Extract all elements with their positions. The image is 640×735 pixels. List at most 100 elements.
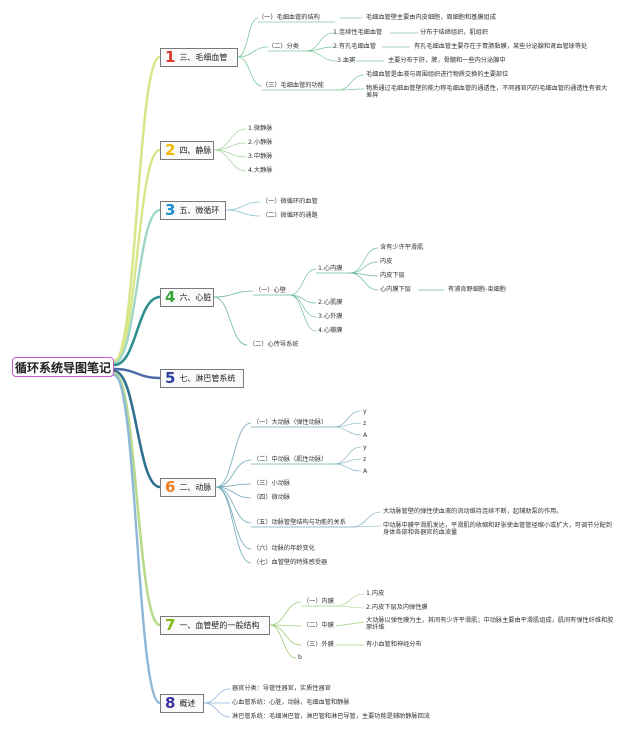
medium-vein-item: 3.中静脉	[248, 153, 273, 160]
capillary-function-leaf-2: 物质通过毛细血管壁的能力称毛细血管的通透性，不同器官内的毛细血管的通透性有很大差…	[366, 85, 608, 100]
connector-line	[215, 486, 252, 564]
large-artery-item: （一）大动脉（弹性动脉）	[253, 419, 328, 426]
connector-line	[269, 624, 297, 659]
continuous-capillary-leaf: 分布于结缔组织，肌组织	[420, 29, 489, 36]
venule-item: 1.微静脉	[248, 125, 273, 132]
heart-wall-item: （一）心壁	[255, 287, 286, 294]
cardiovascular-system-item: 心血管系统：心脏，动脉，毛细血管和静脉	[232, 699, 350, 706]
connector-line	[333, 410, 362, 428]
endocardium-endothelium: 内皮	[380, 258, 393, 265]
root-to-lymphatic	[112, 367, 162, 380]
branch-number: 1	[165, 48, 176, 66]
root-node[interactable]: 循环系统导图笔记	[12, 357, 114, 377]
connector-line	[215, 422, 252, 488]
connector-line	[351, 525, 382, 528]
root-to-vessel-wall	[112, 371, 162, 627]
branch-label: 六、心脏	[179, 293, 212, 302]
connector-line	[337, 88, 365, 91]
tunica-media-item: （二）中膜	[303, 622, 334, 629]
endocardium-smooth-muscle: 含有少许平滑肌	[380, 244, 424, 251]
branch-number: 6	[165, 478, 176, 496]
branch-number: 8	[165, 694, 176, 712]
arteriole-item: （四）微动脉	[253, 494, 291, 501]
capillary-function-item: （三）毛细血管的功能	[262, 82, 324, 89]
branch-label: 三、毛细血管	[179, 53, 228, 62]
connector-line	[213, 149, 247, 172]
continuous-capillary-item: 1.连续性毛细血管	[333, 29, 383, 36]
connector-line	[333, 446, 362, 465]
connector-line	[203, 702, 231, 718]
branch-artery[interactable]: 6 二、动脉	[160, 478, 216, 497]
connector-line	[213, 128, 247, 151]
microcirculation-pathways-item: （二）微循环的通路	[262, 212, 318, 219]
artery-structure-function-item: （五）动脉管壁结构与功能的关系	[253, 519, 346, 526]
root-label: 循环系统导图笔记	[14, 360, 111, 375]
sinusoid-leaf: 主要分布于肝，脾，骨髓和一些内分泌腺中	[388, 57, 506, 64]
branch-number: 2	[165, 141, 176, 159]
connector-line	[335, 605, 365, 609]
connector-line	[237, 17, 259, 58]
connector-line	[333, 463, 362, 472]
microcirculation-vessels-item: （一）微循环的血管	[262, 198, 318, 205]
artery-smooth-muscle-leaf: 中动脉中膜平滑肌发达，平滑肌的收缩和舒张使血管管径缩小或扩大，可调节分配到身体各…	[383, 522, 612, 537]
capillary-classification-item: （二）分类	[268, 43, 299, 50]
fenestrated-capillary-item: 2.有孔毛细血管	[333, 43, 377, 50]
branch-label: 四、静脉	[179, 146, 212, 155]
heart-valve-item: 4.心瓣膜	[318, 327, 343, 334]
connector-line	[215, 486, 252, 550]
root-to-microcirculation	[112, 208, 162, 365]
connector-line	[305, 32, 334, 52]
branch-heart[interactable]: 4 六、心脏	[160, 288, 214, 307]
artery-elasticity-leaf: 大动脉管壁的弹性使血液的流动维持连续不断，起辅助泵的作用。	[383, 508, 563, 515]
connector-line	[351, 511, 382, 528]
tunica-adventitia-item: （三）外膜	[303, 641, 334, 648]
tunica-adventitia-leaf: 有小血管和神经分布	[366, 641, 422, 648]
connector-line	[213, 296, 248, 346]
fenestrated-capillary-leaf: 有孔毛细血管主要存在于胃肠黏膜，某些分泌腺和肾血管球等处	[414, 43, 588, 50]
large-vein-item: 4.大静脉	[248, 167, 273, 174]
myocardium-item: 2.心肌膜	[318, 299, 343, 306]
root-to-heart	[112, 295, 162, 367]
capillary-function-leaf-1: 毛细血管是血液与周围组织进行物质交换的主要部位	[366, 71, 509, 78]
large-artery-sub-y: y	[363, 408, 367, 415]
branch-number: 5	[165, 369, 176, 387]
branch-vessel-wall[interactable]: 7 一、血管壁的一般结构	[160, 616, 270, 635]
branch-number: 4	[165, 288, 176, 306]
connector-line	[333, 458, 362, 465]
branch-microcirculation[interactable]: 3 五、微循环	[160, 201, 226, 220]
connector-line	[289, 294, 317, 332]
large-artery-sub-z: z	[363, 420, 367, 427]
branch-overview[interactable]: 8 概述	[160, 694, 204, 713]
sinusoid-item: 3.血窦	[337, 57, 356, 64]
subendocardial-layer: 心内膜下层	[380, 286, 411, 293]
connector-line	[289, 268, 317, 296]
branch-number: 3	[165, 201, 176, 219]
root-to-vein	[112, 148, 162, 364]
medium-artery-sub-z: z	[363, 456, 367, 463]
connector-line	[215, 459, 252, 488]
connector-line	[203, 688, 231, 704]
branch-label: 二、动脉	[179, 483, 212, 492]
root-to-overview	[112, 373, 162, 705]
purkinje-fiber-leaf: 有浦肯野细胞-束细胞	[448, 286, 506, 293]
branch-capillary[interactable]: 1 三、毛细血管	[160, 48, 238, 67]
branch-vein[interactable]: 2 四、静脉	[160, 141, 214, 160]
connector-line	[237, 56, 263, 87]
connector-line	[349, 247, 379, 274]
tunica-intima-item: （一）内膜	[303, 598, 334, 605]
connector-line	[237, 46, 269, 58]
branch-label: 七、淋巴管系统	[179, 374, 236, 383]
conduction-system-item: （二）心传导系统	[249, 341, 299, 348]
connector-line	[349, 272, 379, 291]
branch-label: 一、血管壁的一般结构	[179, 621, 260, 630]
connector-line	[225, 201, 261, 211]
lymphatic-system-item: 淋巴管系统：毛细淋巴管，淋巴管和淋巴导管，主要功能是辅助静脉回流	[232, 713, 430, 720]
branch-lymphatic[interactable]: 5 七、淋巴管系统	[160, 369, 244, 388]
medium-artery-sub-y: y	[363, 444, 367, 451]
connector-line	[305, 50, 338, 62]
connector-line	[213, 290, 254, 298]
connector-line	[333, 422, 362, 428]
connector-line	[333, 426, 362, 436]
endocardium-item: 1.心内膜	[318, 265, 343, 272]
